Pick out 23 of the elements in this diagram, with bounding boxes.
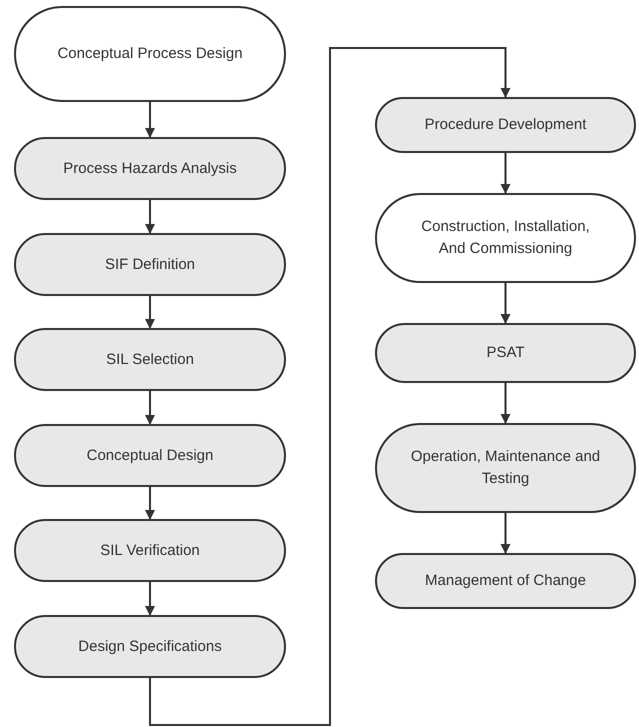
- step-label: Conceptual Design: [86, 446, 214, 466]
- arrow: [145, 200, 155, 234]
- step-label: Design Specifications: [78, 636, 222, 656]
- step-label: Construction, Installation, And Commissioning: [420, 217, 591, 259]
- arrow: [145, 391, 155, 425]
- step-label: Process Hazards Analysis: [63, 158, 237, 178]
- arrow: [500, 283, 510, 324]
- arrow: [149, 47, 510, 726]
- step-label: PSAT: [486, 343, 525, 363]
- arrow: [500, 513, 510, 554]
- arrow: [500, 383, 510, 424]
- step-label: SIF Definition: [104, 254, 196, 274]
- step-label: Conceptual Process Design: [57, 44, 243, 64]
- step-label: Operation, Maintenance and Testing: [410, 447, 602, 489]
- step-label: SIL Selection: [106, 350, 194, 370]
- arrow: [145, 102, 155, 138]
- step-label: Management of Change: [425, 571, 586, 591]
- step-label: Procedure Development: [424, 115, 586, 135]
- arrow: [145, 296, 155, 329]
- step-label: SIL Verification: [100, 540, 200, 560]
- arrow: [145, 582, 155, 616]
- arrow: [145, 487, 155, 520]
- arrow: [500, 153, 510, 194]
